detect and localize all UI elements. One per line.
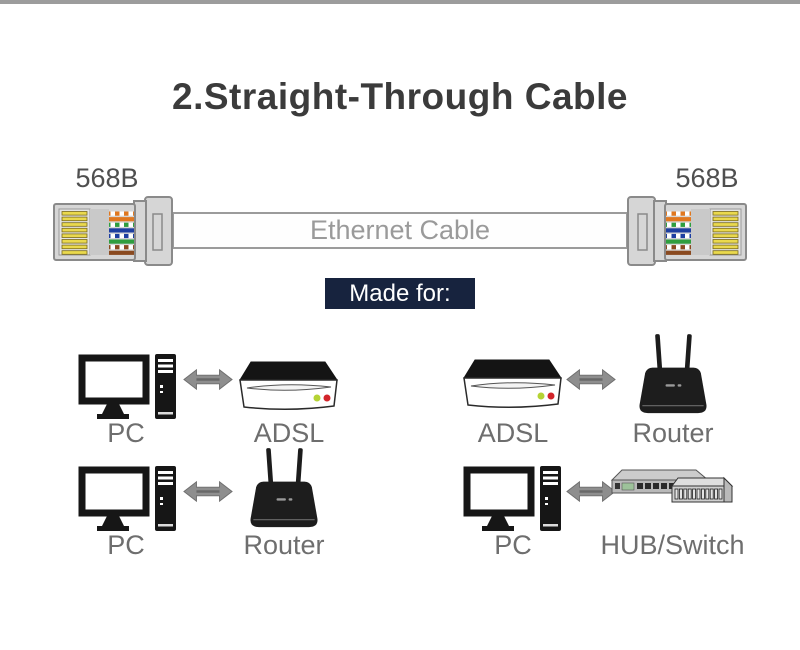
wireless-router-icon	[634, 332, 712, 418]
right-connector-standard-label: 568B	[675, 163, 739, 193]
top-border-bar	[0, 0, 800, 4]
made-for-label: Made for:	[349, 279, 451, 307]
rj45-connector-left-icon	[52, 192, 176, 270]
adsl-modem-icon	[237, 358, 341, 420]
device-label-pc: PC	[107, 530, 145, 560]
ethernet-cable-body: Ethernet Cable	[172, 212, 628, 249]
device-label-adsl: ADSL	[253, 418, 325, 448]
hub-switch-icon	[610, 468, 734, 512]
double-arrow-icon	[566, 367, 616, 392]
wireless-router-icon	[245, 446, 323, 532]
device-label-router: Router	[243, 530, 325, 560]
double-arrow-icon	[183, 479, 233, 504]
ethernet-cable-label: Ethernet Cable	[309, 215, 491, 245]
desktop-pc-icon	[461, 464, 561, 534]
device-label-pc: PC	[494, 530, 532, 560]
desktop-pc-icon	[76, 464, 176, 534]
device-label-adsl: ADSL	[477, 418, 549, 448]
desktop-pc-icon	[76, 352, 176, 422]
page-title: 2.Straight-Through Cable	[172, 76, 628, 117]
double-arrow-icon	[566, 479, 616, 504]
rj45-connector-right-icon	[624, 192, 748, 270]
adsl-modem-icon	[461, 356, 565, 418]
device-label-router: Router	[632, 418, 714, 448]
device-label-pc: PC	[107, 418, 145, 448]
left-connector-standard-label: 568B	[75, 163, 139, 193]
made-for-banner: Made for:	[325, 278, 475, 309]
device-label-hub-switch: HUB/Switch	[600, 530, 745, 560]
double-arrow-icon	[183, 367, 233, 392]
